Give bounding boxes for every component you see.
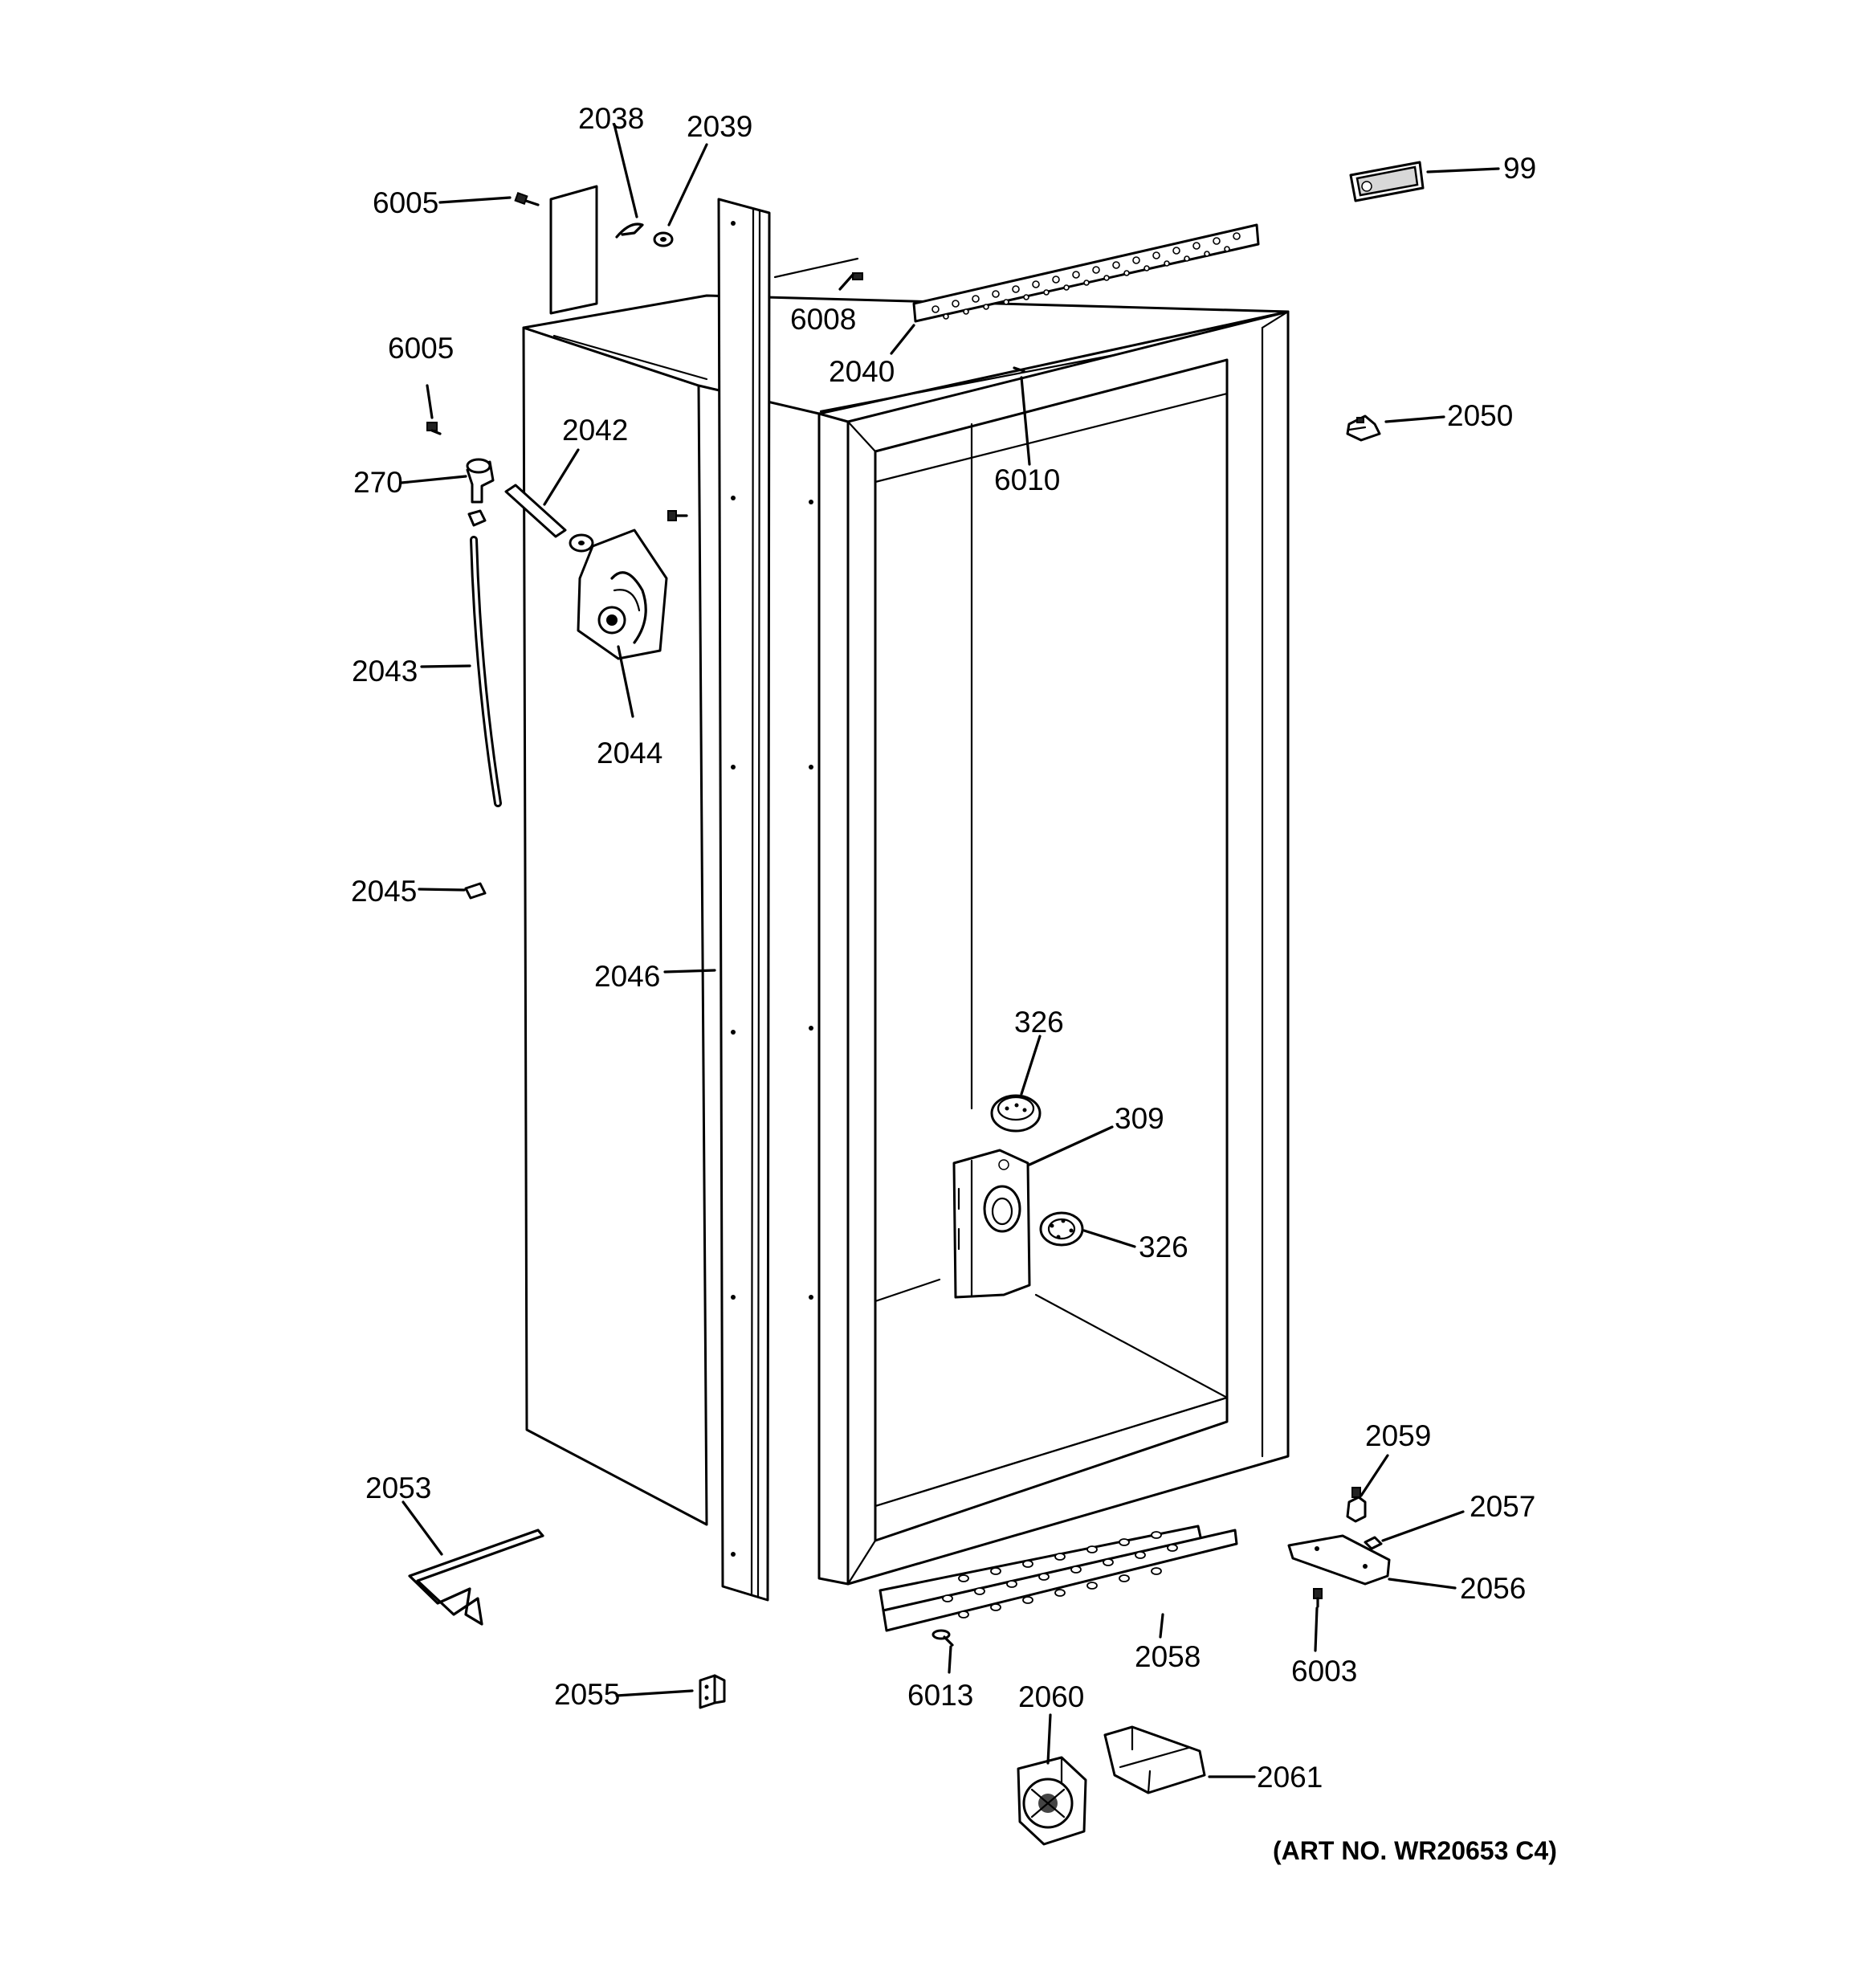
callout-2059: 2059: [1365, 1419, 1431, 1452]
callout-2042: 2042: [562, 414, 628, 447]
screw-6005-left: [426, 422, 442, 435]
leveling-leg-2059: [1346, 1487, 1367, 1523]
callout-309: 309: [1115, 1102, 1164, 1135]
callout-6003: 6003: [1291, 1655, 1357, 1688]
callout-270: 270: [353, 466, 403, 499]
leader-lines: [400, 123, 1500, 1778]
callout-2044: 2044: [597, 737, 662, 769]
duct-2061: [1103, 1725, 1206, 1794]
callout-2045: 2045: [351, 875, 417, 908]
screw-6005-top: [514, 191, 540, 206]
callout-6008: 6008: [790, 303, 856, 336]
callout-labels: 2038 2039 6005 6008 2040 99 2050 6010 60…: [351, 102, 1557, 1865]
wire-bracket-2053: [408, 1529, 544, 1626]
bottom-grille-2058: [879, 1525, 1238, 1632]
callout-2039: 2039: [687, 110, 752, 143]
callout-6013: 6013: [907, 1679, 973, 1712]
clip-2050: [1346, 414, 1381, 442]
callout-2043: 2043: [352, 655, 418, 688]
air-duct-309: [952, 1149, 1031, 1299]
door-stop-strip: [717, 198, 813, 1602]
art-number: (ART NO. WR20653 C4): [1273, 1836, 1557, 1865]
screw-6008: [852, 272, 863, 280]
cover-326-top: [990, 1094, 1042, 1133]
nut-2057: [1364, 1536, 1383, 1550]
nameplate-badge: [1349, 161, 1425, 202]
callout-2061: 2061: [1257, 1761, 1323, 1794]
bracket-2056: [1287, 1534, 1391, 1586]
screw-2044: [667, 510, 688, 521]
cabinet-case: [522, 257, 1290, 1586]
washer-2039: [653, 231, 674, 247]
callout-2055: 2055: [554, 1678, 620, 1711]
callout-6010: 6010: [994, 463, 1060, 496]
callout-326-top: 326: [1014, 1006, 1064, 1039]
callout-2060: 2060: [1018, 1680, 1084, 1713]
heater-assembly-2044: [577, 529, 668, 660]
plug-2045: [464, 882, 487, 900]
callout-326-side: 326: [1139, 1231, 1188, 1263]
callout-6005-top: 6005: [373, 186, 438, 219]
top-hinge-bracket: [549, 185, 598, 315]
callout-2038: 2038: [578, 102, 644, 135]
fan-2060: [1017, 1756, 1087, 1846]
callout-2040: 2040: [829, 355, 895, 388]
rod-2042: [504, 484, 594, 553]
callout-2053: 2053: [365, 1472, 431, 1504]
callout-2058: 2058: [1135, 1640, 1201, 1673]
drain-tube-2043: [470, 536, 502, 807]
screw-6010: [1013, 366, 1025, 373]
hinge-pin-270: [466, 458, 495, 504]
callout-2046: 2046: [594, 960, 660, 993]
cover-326-side: [1039, 1211, 1084, 1247]
nut-2043-top: [467, 509, 487, 527]
callout-2057: 2057: [1470, 1490, 1535, 1523]
callout-99: 99: [1503, 152, 1536, 185]
callout-2056: 2056: [1460, 1572, 1526, 1605]
screw-6003: [1313, 1588, 1323, 1608]
bracket-2055: [699, 1674, 726, 1709]
screw-6013: [932, 1629, 954, 1647]
cotter-pin-2038: [615, 222, 644, 239]
callout-6005-left: 6005: [388, 332, 454, 365]
perforated-grille-strip-top: [912, 223, 1260, 323]
callout-2050: 2050: [1447, 399, 1513, 432]
